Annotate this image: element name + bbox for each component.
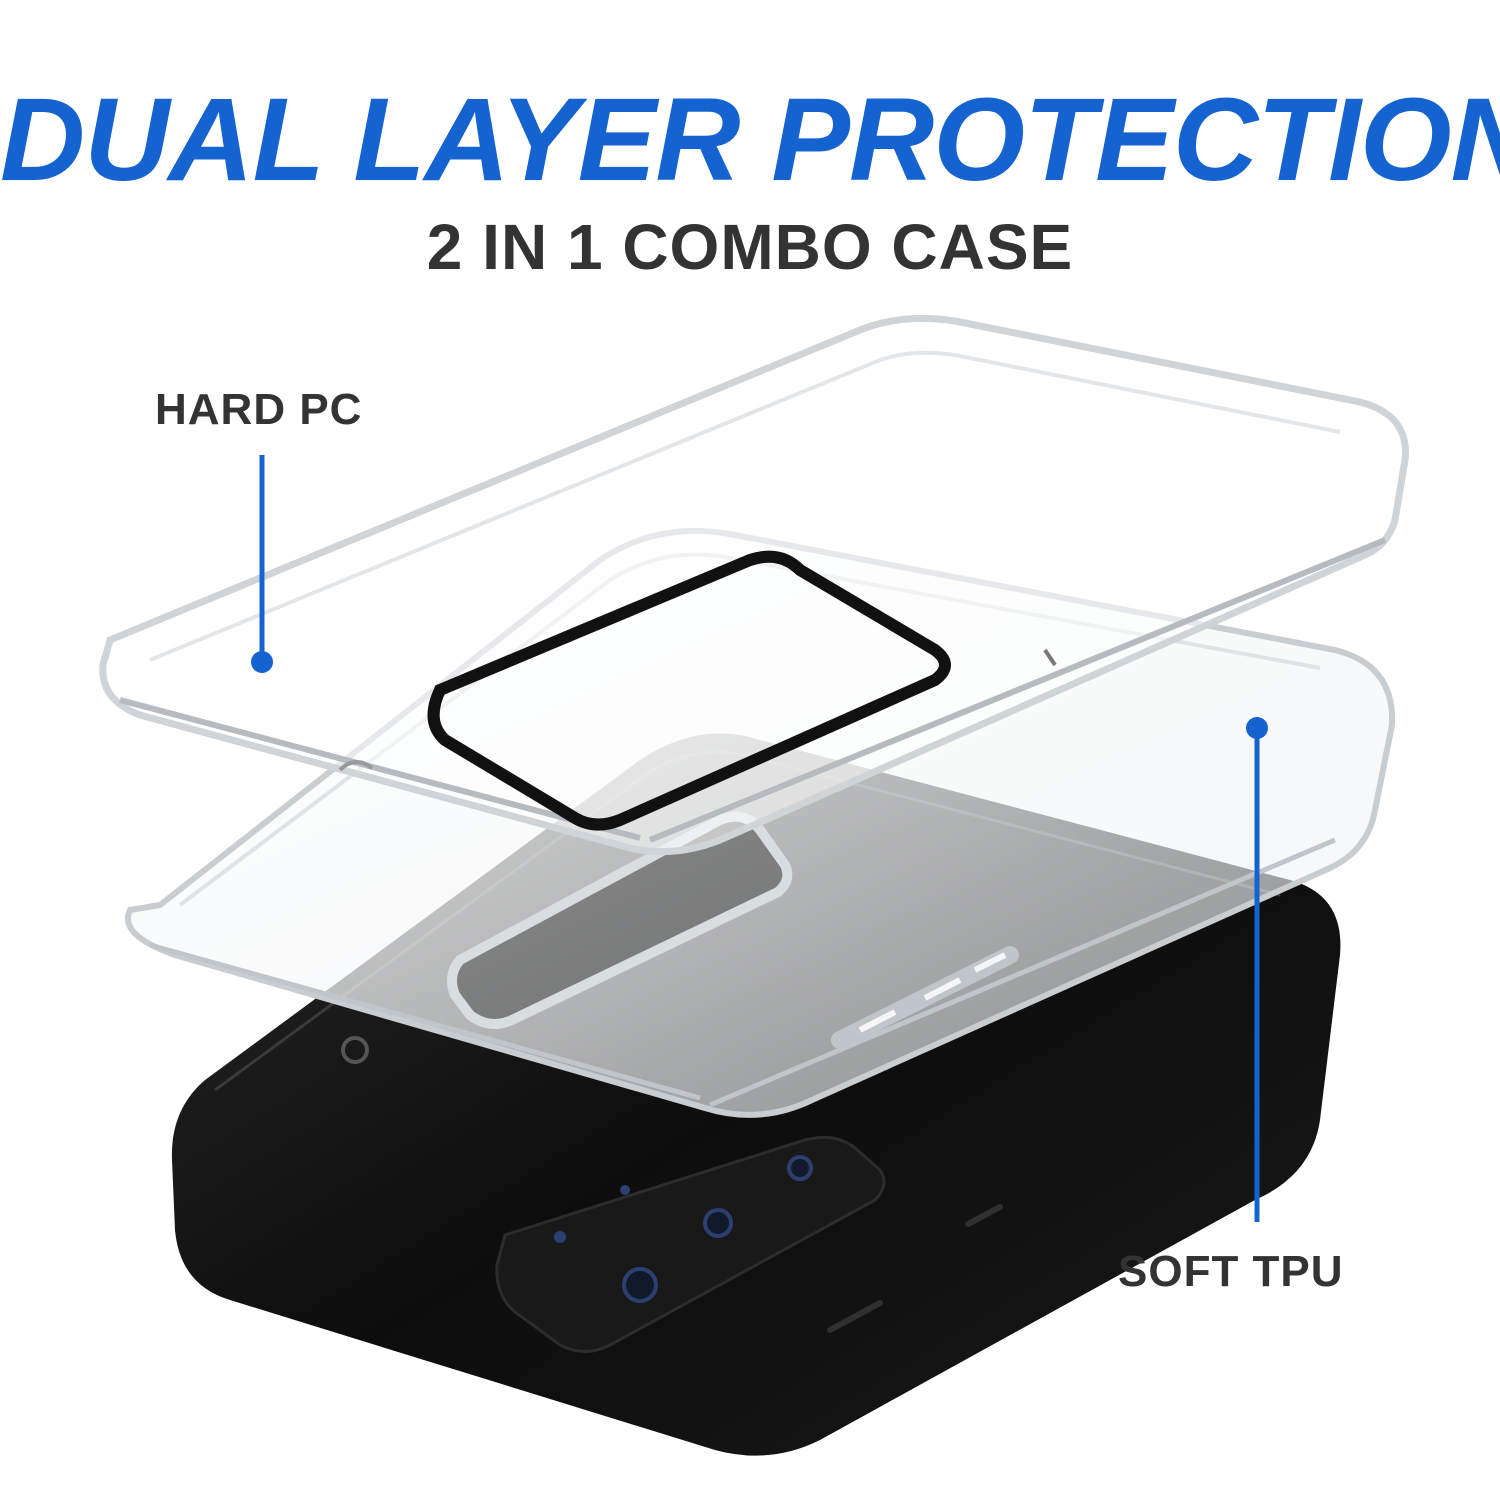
soft-tpu-pointer	[1246, 717, 1268, 1222]
camera-module-icon	[495, 1135, 886, 1353]
soft-tpu-label: SOFT TPU	[1118, 1247, 1344, 1296]
headline: DUAL LAYER PROTECTION	[0, 74, 1500, 206]
subheadline: 2 IN 1 COMBO CASE	[426, 211, 1074, 283]
hard-pc-pointer	[251, 455, 273, 673]
hard-pc-frame	[99, 314, 1409, 856]
hard-pc-label: HARD PC	[155, 385, 363, 434]
